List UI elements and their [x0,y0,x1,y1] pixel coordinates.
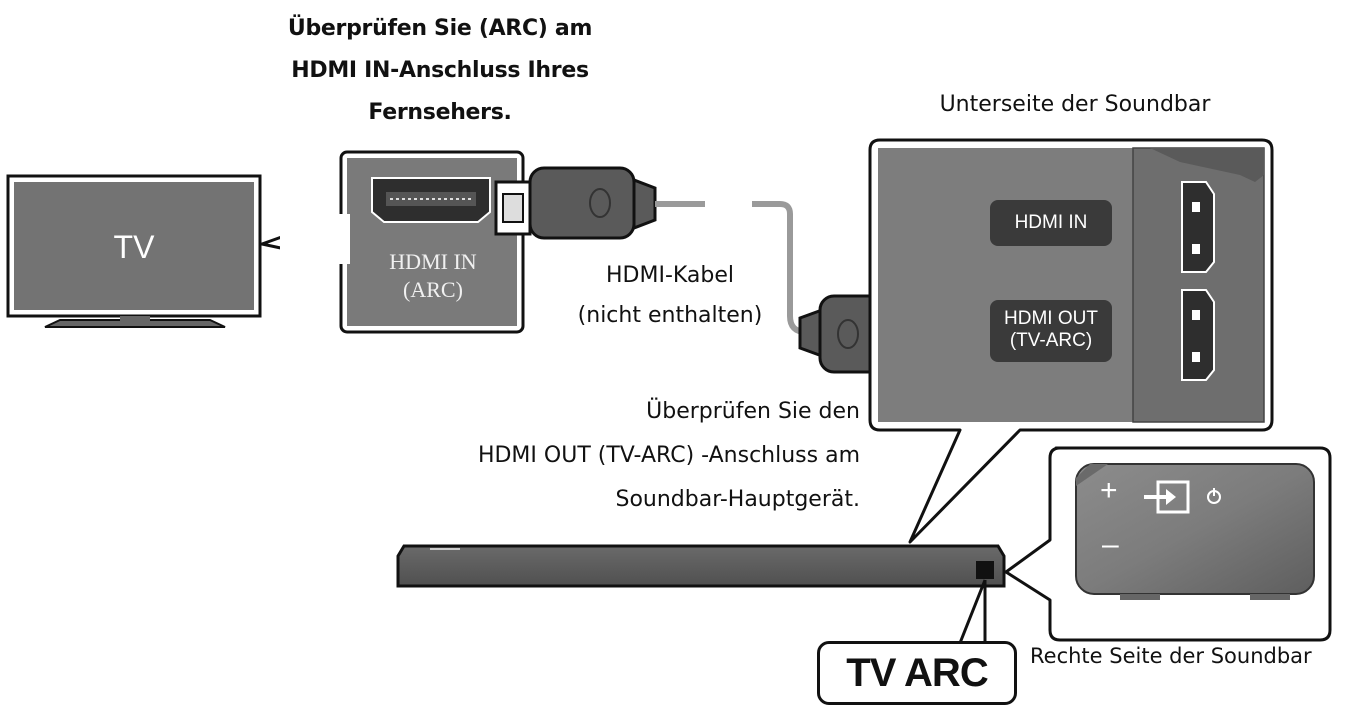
tv-port-label-line1: HDMI IN [389,249,477,274]
check-soundbar-port-caption: Überprüfen Sie den HDMI OUT (TV-ARC) -An… [410,390,860,522]
cable-line1: HDMI-Kabel [605,263,735,288]
check-out-line2: HDMI OUT (TV-ARC) -Anschluss am [477,443,860,468]
tv-arc-indicator: TV ARC [817,641,1017,705]
hdmi-in-port-label: HDMI IN [990,200,1112,246]
hdmi-out-port-label: HDMI OUT (TV-ARC) [990,300,1112,362]
caption-line: Überprüfen Sie (ARC) am [287,16,593,41]
tv-label: TV [113,228,155,265]
right-side-title: Rechte Seite der Soundbar [1030,644,1312,668]
hdmi-out-line1: HDMI OUT [1004,308,1098,329]
check-tv-port-caption: Überprüfen Sie (ARC) am HDMI IN-Anschlus… [260,8,620,134]
tv-hdmi-port-panel [280,150,525,334]
hdmi-plug-tv-side [494,166,705,240]
volume-up-symbol: + [1100,474,1118,507]
hdmi-out-line2: (TV-ARC) [1009,330,1093,351]
soundbar-right-side-panel [1004,446,1332,642]
caption-line: Fernsehers. [368,100,512,125]
tv-port-label: HDMI IN (ARC) [348,248,518,304]
tv-illustration [6,174,262,328]
cable-line2: (nicht enthalten) [577,303,763,328]
power-icon [1207,488,1221,504]
check-out-line1: Überprüfen Sie den [646,399,860,424]
source-input-icon [1144,480,1190,514]
tv-port-label-line2: (ARC) [403,277,463,302]
soundbar-illustration [396,544,1006,588]
hdmi-cable-caption: HDMI-Kabel (nicht enthalten) [560,256,780,336]
underside-title: Unterseite der Soundbar [939,92,1211,117]
check-out-line3: Soundbar-Hauptgerät. [615,487,860,512]
volume-down-symbol: – [1102,528,1119,561]
caption-line: HDMI IN-Anschluss Ihres [291,58,589,83]
